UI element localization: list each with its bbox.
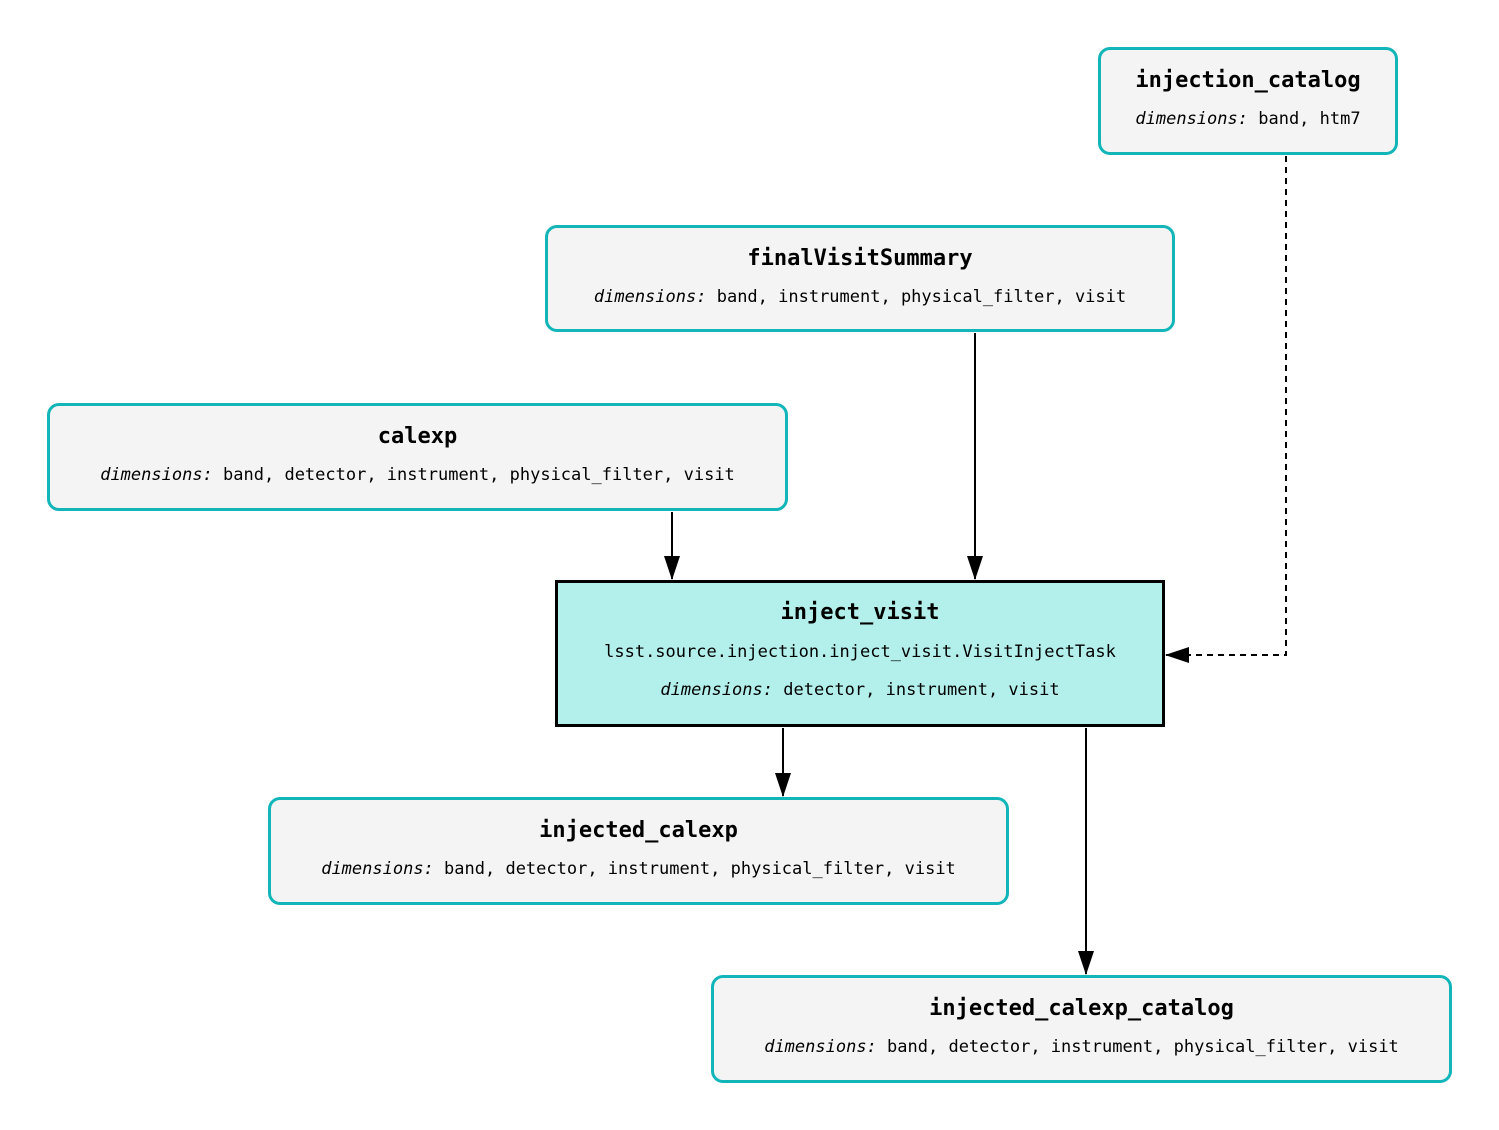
node-dimensions: dimensions: detector, instrument, visit (558, 679, 1162, 701)
edge-injection-catalog-to-inject-visit (1165, 156, 1287, 663)
node-dimensions: dimensions: band, detector, instrument, … (271, 858, 1006, 880)
dimensions-label: dimensions: (660, 680, 773, 700)
dataset-node-injected-calexp[interactable]: injected_calexp dimensions: band, detect… (268, 797, 1009, 905)
dataset-node-injection-catalog[interactable]: injection_catalog dimensions: band, htm7 (1098, 47, 1398, 155)
dataset-node-injected-calexp-catalog[interactable]: injected_calexp_catalog dimensions: band… (711, 975, 1452, 1083)
dataset-node-calexp[interactable]: calexp dimensions: band, detector, instr… (47, 403, 788, 511)
node-title: injection_catalog (1135, 68, 1361, 93)
dimensions-label: dimensions: (1135, 109, 1248, 129)
dataset-node-finalvisitsummary[interactable]: finalVisitSummary dimensions: band, inst… (545, 225, 1175, 332)
dimensions-value: band, htm7 (1258, 109, 1361, 129)
node-title: injected_calexp (539, 818, 738, 843)
dimensions-label: dimensions: (100, 465, 213, 485)
node-dimensions: dimensions: band, detector, instrument, … (714, 1036, 1449, 1058)
dimensions-value: band, instrument, physical_filter, visit (716, 287, 1127, 307)
dimensions-label: dimensions: (321, 859, 434, 879)
dimensions-value: band, detector, instrument, physical_fil… (223, 465, 735, 485)
dimensions-value: band, detector, instrument, physical_fil… (887, 1037, 1399, 1057)
node-dimensions: dimensions: band, htm7 (1101, 108, 1395, 130)
dimensions-label: dimensions: (764, 1037, 877, 1057)
dimensions-value: band, detector, instrument, physical_fil… (444, 859, 956, 879)
node-title: inject_visit (780, 600, 940, 625)
node-title: finalVisitSummary (747, 246, 973, 271)
dimensions-label: dimensions: (593, 287, 707, 307)
task-class-name: lsst.source.injection.inject_visit.Visit… (604, 642, 1116, 662)
node-dimensions: dimensions: band, detector, instrument, … (50, 464, 785, 486)
node-title: calexp (377, 424, 458, 449)
dimensions-value: detector, instrument, visit (783, 680, 1060, 700)
node-dimensions: dimensions: band, instrument, physical_f… (548, 286, 1172, 308)
node-title: injected_calexp_catalog (929, 996, 1234, 1021)
task-node-inject-visit[interactable]: inject_visit lsst.source.injection.injec… (555, 580, 1165, 727)
